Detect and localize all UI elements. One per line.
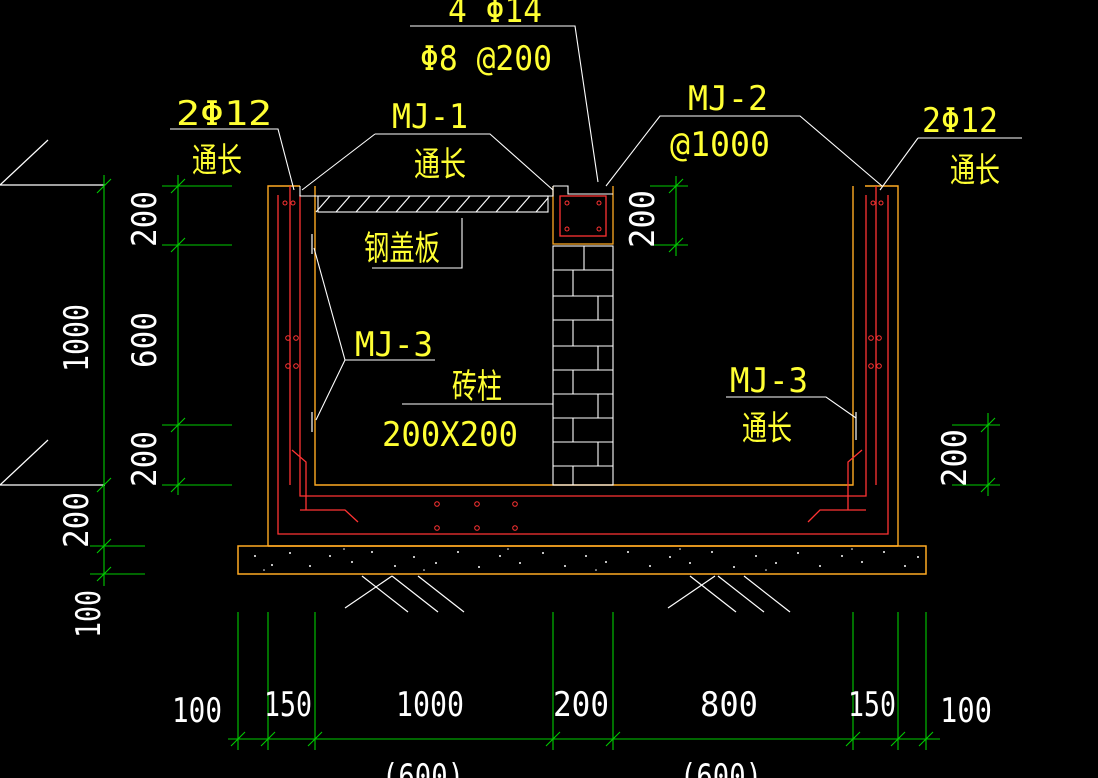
left-rebar-label-2: 通长 [192, 141, 242, 181]
top-rebar-label-1: 4 Φ14 [448, 0, 542, 31]
embedded-plate-markers [311, 234, 857, 440]
dim-left-600: 600 [125, 312, 165, 368]
brick-pillar [552, 245, 614, 486]
dim-left-200-lower: 200 [57, 492, 97, 548]
top-rebar-label-2: Φ8 @200 [420, 39, 552, 79]
rebar-dots [282, 200, 884, 531]
dim-left-200-top: 200 [125, 191, 165, 247]
dim-left-100-lower: 100 [69, 590, 109, 638]
dim-bottom-100-left: 100 [172, 691, 222, 731]
mj3-left-label: MJ-3 [355, 325, 433, 365]
dim-bottom-sub-left: (600) [382, 757, 464, 778]
leader-lines [170, 25, 1022, 421]
left-rebar-label-1: 2Φ12 [176, 94, 272, 134]
dim-bottom-1000: 1000 [396, 685, 464, 725]
concrete-base [237, 545, 927, 575]
dimension-text: 200 600 200 1000 200 100 200 200 100 150… [57, 190, 992, 778]
dim-bottom-150-right: 150 [848, 685, 896, 725]
steel-cover-plate [299, 185, 613, 213]
brick-pillar-label-1: 砖柱 [452, 367, 502, 407]
dimension-lines [90, 175, 1000, 750]
mj2-label-2: @1000 [670, 125, 770, 165]
mj1-label-2: 通长 [414, 145, 466, 185]
concrete-speckle [254, 548, 919, 571]
dim-bottom-sub-right: (600) [680, 757, 762, 778]
dim-bottom-200: 200 [553, 685, 609, 725]
mj3-right-label-1: MJ-3 [730, 361, 808, 401]
ground-hatch-left [0, 139, 105, 486]
right-rebar-label-2: 通长 [950, 151, 1000, 191]
dim-bottom-800: 800 [700, 685, 758, 725]
mj1-label-1: MJ-1 [392, 97, 468, 137]
dim-right-top-200: 200 [623, 190, 663, 248]
annotations: 4 Φ14 Φ8 @200 2Φ12 通长 MJ-1 通长 MJ-2 @1000… [176, 0, 1000, 455]
dim-right-bottom-200: 200 [935, 429, 975, 487]
steel-cover-label: 钢盖板 [364, 229, 440, 269]
dim-bottom-100-right: 100 [940, 691, 992, 731]
dim-left-1000: 1000 [57, 304, 97, 372]
dim-bottom-150-left: 150 [264, 685, 312, 725]
dim-left-200-bottom: 200 [125, 431, 165, 487]
brick-pillar-label-2: 200X200 [382, 415, 518, 455]
soil-hatch [344, 575, 791, 613]
reinforcement [277, 186, 889, 535]
mj3-right-label-2: 通长 [742, 409, 792, 449]
top-beam [552, 186, 614, 245]
right-rebar-label-1: 2Φ12 [922, 101, 998, 141]
mj2-label-1: MJ-2 [688, 79, 768, 119]
